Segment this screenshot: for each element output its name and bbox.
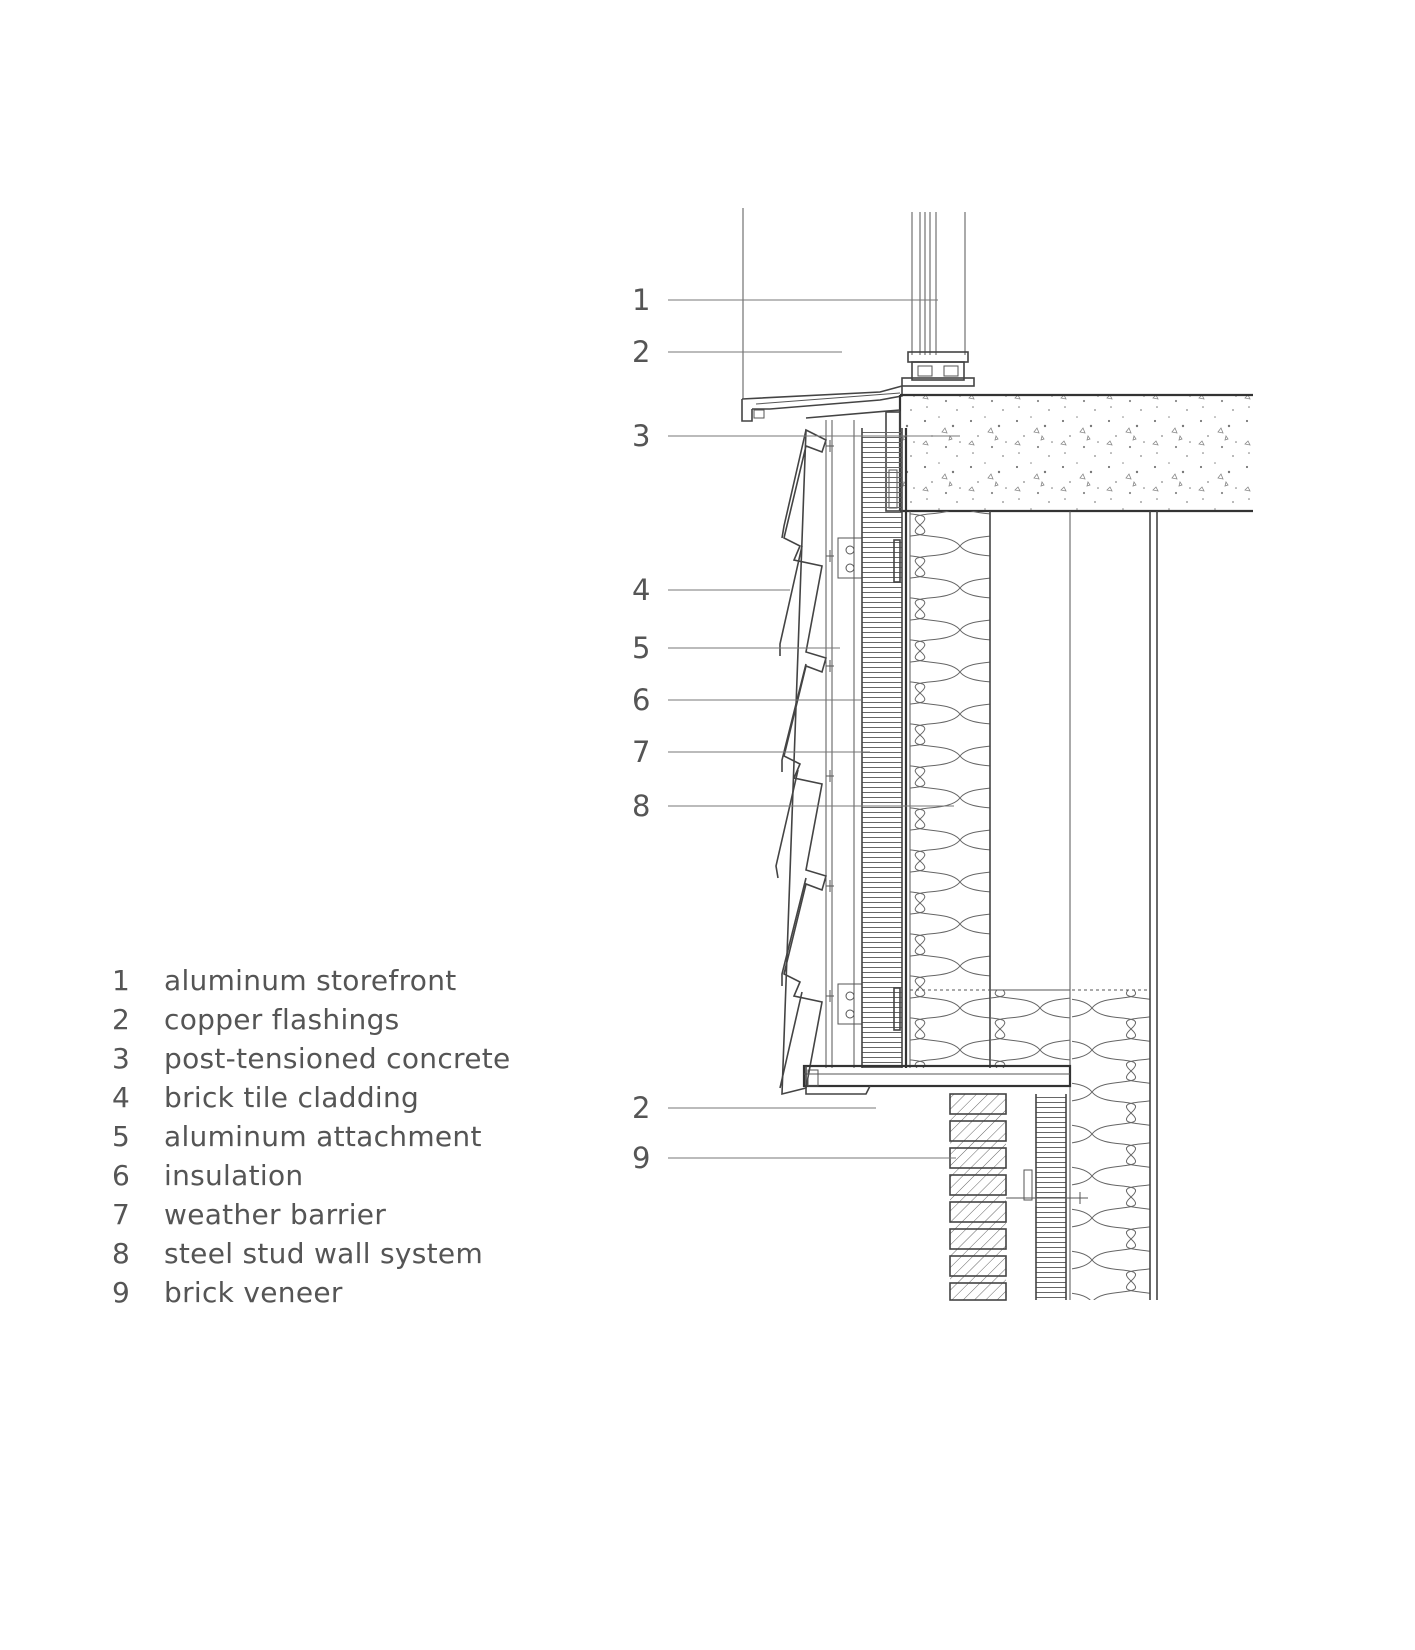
legend-label: aluminum attachment [164,1120,482,1153]
bottom-copper-flashing [802,1064,1072,1095]
steel-stud-wall-system [910,511,1158,1300]
post-tensioned-concrete-slab [805,393,1253,513]
weather-barrier [904,428,911,1068]
legend-label: brick veneer [164,1276,343,1309]
callout-9: 9 [632,1141,650,1175]
legend-label: copper flashings [164,1003,400,1036]
callout-5: 5 [632,631,650,665]
legend-number: 7 [112,1198,131,1231]
aluminum-storefront [901,212,975,387]
callout-1: 1 [632,283,650,317]
callout-2-top: 2 [632,335,650,369]
legend-number: 5 [112,1120,131,1153]
legend-number: 9 [112,1276,131,1309]
legend-label: brick tile cladding [164,1081,420,1114]
callout-7: 7 [632,735,650,769]
legend-number: 6 [112,1159,131,1192]
legend-label: steel stud wall system [164,1237,484,1270]
legend-number: 3 [112,1042,131,1075]
legend-label: insulation [164,1159,304,1192]
brick-veneer [949,1093,1088,1301]
brick-tile-cladding [775,428,827,1096]
callout-numbers: 1 2 3 4 5 6 7 8 2 9 [632,283,650,1175]
legend-number: 4 [112,1081,131,1114]
callout-6: 6 [632,683,650,717]
callout-2-bottom: 2 [632,1091,650,1125]
callout-8: 8 [632,789,650,823]
callout-3: 3 [632,419,650,453]
top-copper-flashing [741,208,903,422]
leader-lines [668,299,960,1159]
legend-label: aluminum storefront [164,964,457,997]
legend-label: post-tensioned concrete [164,1042,511,1075]
legend-number: 1 [112,964,131,997]
legend-number: 2 [112,1003,131,1036]
legend-label: weather barrier [164,1198,387,1231]
rigid-insulation [861,428,903,1068]
aluminum-attachment [825,420,863,1068]
legend-number: 8 [112,1237,131,1270]
callout-4: 4 [632,573,650,607]
